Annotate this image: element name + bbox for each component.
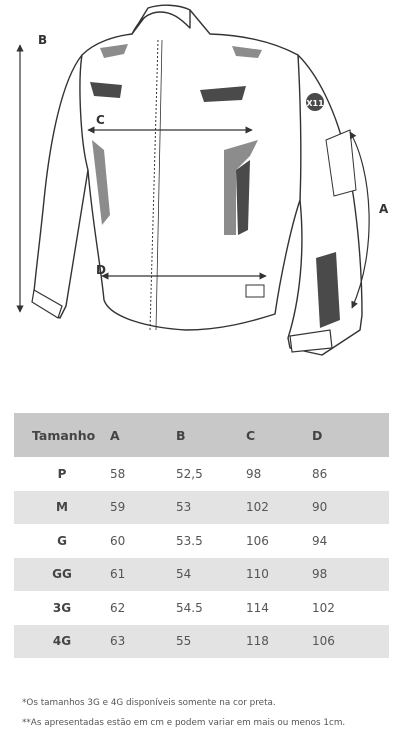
chest-vent-left	[90, 82, 122, 98]
footnote-units: **As apresentadas estão em cm e podem va…	[22, 718, 346, 728]
value-b: 52,5	[176, 457, 246, 491]
table-row: P 58 52,5 98 86	[14, 457, 389, 491]
value-c: 98	[246, 457, 312, 491]
value-a: 63	[110, 624, 176, 658]
zipper-line	[149, 39, 159, 331]
value-b: 55	[176, 624, 246, 658]
header-c: C	[246, 413, 312, 457]
size-name: GG	[14, 557, 110, 591]
value-d: 94	[312, 524, 389, 558]
value-d: 98	[312, 557, 389, 591]
size-name: P	[14, 457, 110, 491]
table-row: G 60 53.5 106 94	[14, 524, 389, 558]
value-a: 58	[110, 457, 176, 491]
zipper-placket	[155, 39, 163, 331]
label-b: B	[38, 33, 48, 47]
header-b: B	[176, 413, 246, 457]
value-c: 118	[246, 624, 312, 658]
value-d: 106	[312, 624, 389, 658]
chest-vent-right	[200, 86, 246, 102]
value-c: 110	[246, 557, 312, 591]
table-row: GG 61 54 110 98	[14, 557, 389, 591]
left-cuff	[31, 289, 63, 319]
table-header-row: Tamanho A B C D	[14, 413, 389, 457]
label-a: A	[379, 202, 389, 216]
value-b: 53	[176, 490, 246, 524]
value-d: 90	[312, 490, 389, 524]
right-cuff	[289, 329, 333, 353]
shoulder-vent-right	[232, 46, 262, 58]
value-c: 114	[246, 591, 312, 625]
value-a: 61	[110, 557, 176, 591]
side-panel-right	[224, 140, 258, 235]
value-d: 86	[312, 457, 389, 491]
size-name: 4G	[14, 624, 110, 658]
value-c: 102	[246, 490, 312, 524]
label-d: D	[96, 263, 106, 277]
header-d: D	[312, 413, 389, 457]
jacket-outline	[32, 4, 363, 356]
table-row: M 59 53 102 90	[14, 490, 389, 524]
forearm-stripes	[316, 252, 340, 328]
value-b: 54.5	[176, 591, 246, 625]
value-d: 102	[312, 591, 389, 625]
jacket-diagram: X11	[16, 4, 370, 356]
size-name: 3G	[14, 591, 110, 625]
value-c: 106	[246, 524, 312, 558]
size-name: G	[14, 524, 110, 558]
value-a: 60	[110, 524, 176, 558]
size-name: M	[14, 490, 110, 524]
value-b: 53.5	[176, 524, 246, 558]
brand-logo: X11	[306, 93, 324, 111]
table-row: 4G 63 55 118 106	[14, 624, 389, 658]
table-row: 3G 62 54.5 114 102	[14, 591, 389, 625]
arrow-a	[349, 131, 370, 309]
header-a: A	[110, 413, 176, 457]
value-a: 59	[110, 490, 176, 524]
header-size: Tamanho	[14, 413, 110, 457]
size-table: Tamanho A B C D P 58 52,5 98 86 M 59 53 …	[14, 413, 389, 658]
value-a: 62	[110, 591, 176, 625]
side-panel-right-dark	[236, 160, 250, 235]
label-c: C	[96, 113, 105, 127]
waist-adjuster	[245, 284, 265, 298]
shoulder-vent-left	[100, 44, 128, 58]
footnote-colors: *Os tamanhos 3G e 4G disponíveis somente…	[22, 698, 276, 708]
svg-text:X11: X11	[306, 99, 324, 108]
side-panel-left	[92, 140, 110, 225]
value-b: 54	[176, 557, 246, 591]
